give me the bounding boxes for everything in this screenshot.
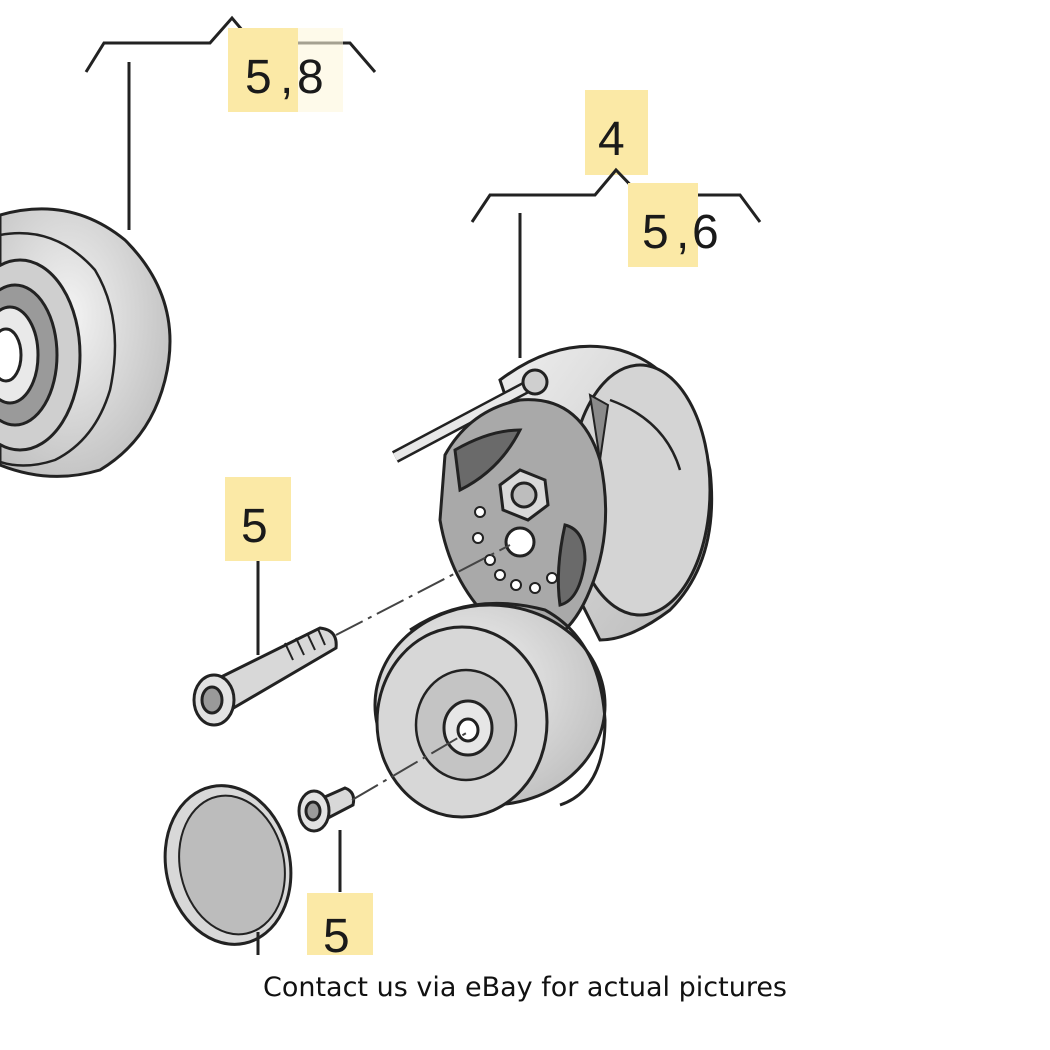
svg-text:5: 5 — [245, 51, 272, 104]
belt-tensioner-assembly — [373, 344, 714, 819]
svg-text:8: 8 — [297, 51, 324, 104]
left-idler-pulley — [0, 207, 172, 478]
callout-bolt: 5 — [225, 477, 291, 561]
svg-text:5: 5 — [323, 910, 350, 955]
tensioner-bolt — [192, 626, 338, 727]
parts-exploded-diagram: 5 , 8 4 5 , 6 — [0, 15, 762, 955]
top-right-bracket — [470, 167, 762, 358]
top-left-bracket — [84, 15, 377, 230]
top-left-callout: 5 , 8 — [228, 28, 343, 112]
pulley-bolt — [297, 786, 356, 833]
footer-caption: Contact us via eBay for actual pictures — [262, 972, 788, 1003]
svg-text:5: 5 — [241, 500, 268, 553]
svg-text:,: , — [280, 51, 293, 104]
svg-text:5: 5 — [642, 206, 669, 259]
svg-text:6: 6 — [692, 206, 719, 259]
bolt-axis-line — [335, 544, 511, 636]
top-right-callout: 5 , 6 — [628, 183, 719, 267]
callout-bottom: 5 — [307, 893, 373, 955]
pulley-bolt-axis — [351, 731, 469, 801]
svg-text:4: 4 — [598, 113, 625, 166]
svg-text:,: , — [676, 206, 689, 259]
callout-4: 4 — [585, 90, 648, 175]
dust-cap — [163, 784, 293, 946]
